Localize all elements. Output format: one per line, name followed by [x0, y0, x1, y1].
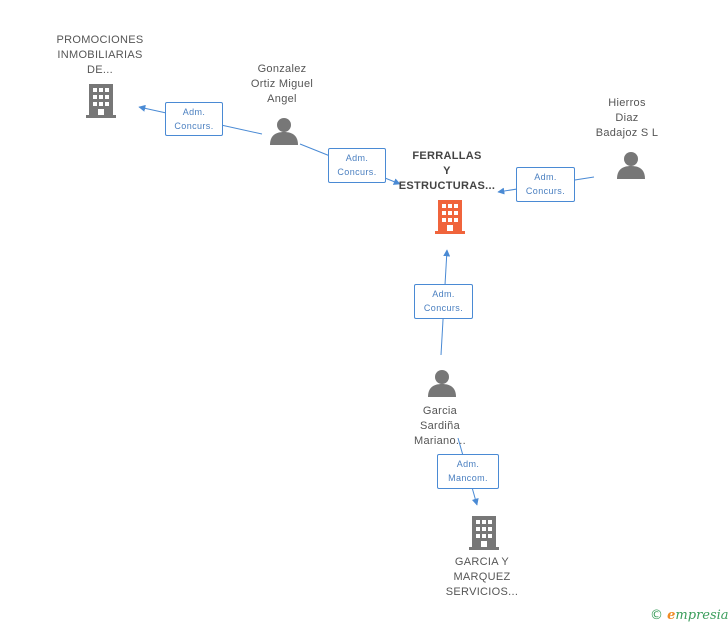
node-label-promociones[interactable]: PROMOCIONES INMOBILIARIAS DE...: [40, 33, 160, 78]
node-label-ferrallas[interactable]: FERRALLAS Y ESTRUCTURAS...: [386, 149, 508, 194]
label-line: MARQUEZ: [453, 571, 511, 583]
node-label-garcia-marquez[interactable]: GARCIA Y MARQUEZ SERVICIOS...: [432, 555, 532, 600]
label-line: Diaz: [615, 112, 639, 124]
node-label-hierros[interactable]: Hierros Diaz Badajoz S L: [580, 96, 674, 141]
building-icon[interactable]: [86, 84, 116, 118]
label-line: Garcia: [422, 405, 458, 417]
relation-badge-sardina-ferrallas[interactable]: Adm. Concurs.: [414, 284, 473, 319]
relation-line: Concurs.: [525, 186, 566, 196]
relation-line: Concurs.: [337, 167, 377, 177]
label-line: Gonzalez: [257, 63, 307, 75]
relation-badge-gonzalez-promociones[interactable]: Adm. Concurs.: [165, 102, 223, 136]
label-line: GARCIA Y: [454, 556, 510, 568]
label-line: ESTRUCTURAS...: [398, 180, 496, 192]
person-icon[interactable]: [270, 118, 298, 145]
brand-footer[interactable]: © empresia: [650, 608, 728, 623]
relation-line: Concurs.: [423, 303, 464, 313]
relation-badge-sardina-marquez[interactable]: Adm. Mancom.: [437, 454, 499, 489]
label-line: Y: [443, 165, 451, 177]
label-line: PROMOCIONES: [56, 34, 144, 46]
label-line: DE...: [87, 64, 113, 76]
label-line: Ortiz Miguel: [250, 78, 314, 90]
copyright-icon: ©: [650, 608, 663, 623]
relation-line: Adm.: [432, 289, 455, 299]
brand-name: mpresia: [675, 608, 728, 623]
building-icon[interactable]: [435, 200, 465, 234]
relation-line: Mancom.: [448, 473, 488, 483]
label-line: Hierros: [608, 97, 646, 109]
label-line: SERVICIOS...: [445, 586, 519, 598]
relation-line: Adm.: [345, 153, 369, 163]
person-icon[interactable]: [428, 370, 456, 397]
building-icon[interactable]: [469, 516, 499, 550]
label-line: INMOBILIARIAS: [57, 49, 143, 61]
label-line: FERRALLAS: [412, 150, 482, 162]
brand-logo-mark: e: [667, 608, 676, 623]
relation-badge-hierros-ferrallas[interactable]: Adm. Concurs.: [516, 167, 575, 202]
node-label-garcia-sardina[interactable]: Garcia Sardiña Mariano...: [392, 404, 488, 449]
label-line: Sardiña: [419, 420, 460, 432]
node-label-gonzalez[interactable]: Gonzalez Ortiz Miguel Angel: [232, 62, 332, 107]
relation-line: Adm.: [534, 172, 557, 182]
label-line: Angel: [267, 93, 297, 105]
relation-line: Adm.: [182, 107, 206, 117]
relation-line: Adm.: [456, 459, 480, 469]
label-line: Mariano...: [414, 435, 466, 447]
person-icon[interactable]: [617, 152, 645, 179]
relation-line: Concurs.: [174, 121, 214, 131]
label-line: Badajoz S L: [595, 127, 659, 139]
relation-badge-gonzalez-ferrallas[interactable]: Adm. Concurs.: [328, 148, 386, 183]
